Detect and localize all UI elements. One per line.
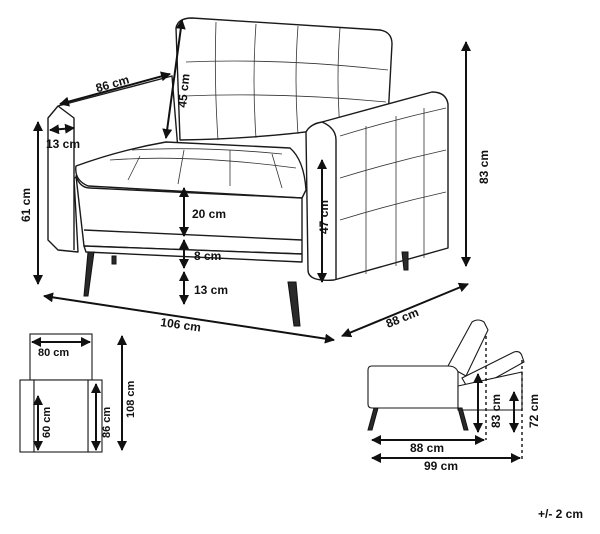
label-leg-13: 13 cm (194, 283, 228, 297)
label-height-83: 83 cm (477, 150, 491, 184)
label-top-80: 80 cm (38, 347, 69, 359)
side-view-backrest-upright (447, 319, 489, 377)
label-height-61: 61 cm (19, 188, 33, 222)
tolerance-note: +/- 2 cm (538, 507, 583, 521)
label-width-106: 106 cm (160, 315, 202, 335)
backrest (175, 17, 393, 141)
leg-front-right (287, 281, 301, 327)
label-cushion-20: 20 cm (192, 207, 226, 221)
armrest-tufting (339, 107, 447, 274)
leg-back-right (401, 251, 409, 271)
label-back-45: 45 cm (175, 73, 192, 108)
label-top-86: 86 cm (101, 407, 113, 438)
label-side-99: 99 cm (424, 459, 458, 473)
label-gap-8: 8 cm (194, 249, 221, 263)
label-top-60: 60 cm (41, 407, 53, 438)
armchair-main-view (47, 17, 449, 327)
backrest-tufting (183, 21, 389, 141)
main-dimension-labels: 86 cm 45 cm 13 cm 61 cm 20 cm 47 cm 8 cm… (19, 72, 491, 334)
label-side-72: 72 cm (527, 394, 541, 428)
label-seat-47: 47 cm (317, 200, 331, 234)
seat-tufting (109, 148, 297, 189)
label-arm-13: 13 cm (46, 137, 80, 151)
top-view-seat (33, 379, 89, 453)
label-depth-88: 88 cm (384, 305, 421, 331)
label-top-108: 108 cm (125, 380, 137, 418)
main-dimension-lines (33, 19, 471, 344)
side-view-seat (367, 365, 459, 409)
label-side-88: 88 cm (410, 441, 444, 455)
seat-base (75, 175, 303, 255)
top-view-diagram: 80 cm 108 cm 60 cm 86 cm (19, 333, 137, 453)
label-side-83: 83 cm (489, 394, 503, 428)
leg-front-left (83, 251, 95, 297)
right-armrest (305, 91, 449, 281)
side-view-diagram: 88 cm 99 cm 83 cm 72 cm (367, 319, 541, 473)
